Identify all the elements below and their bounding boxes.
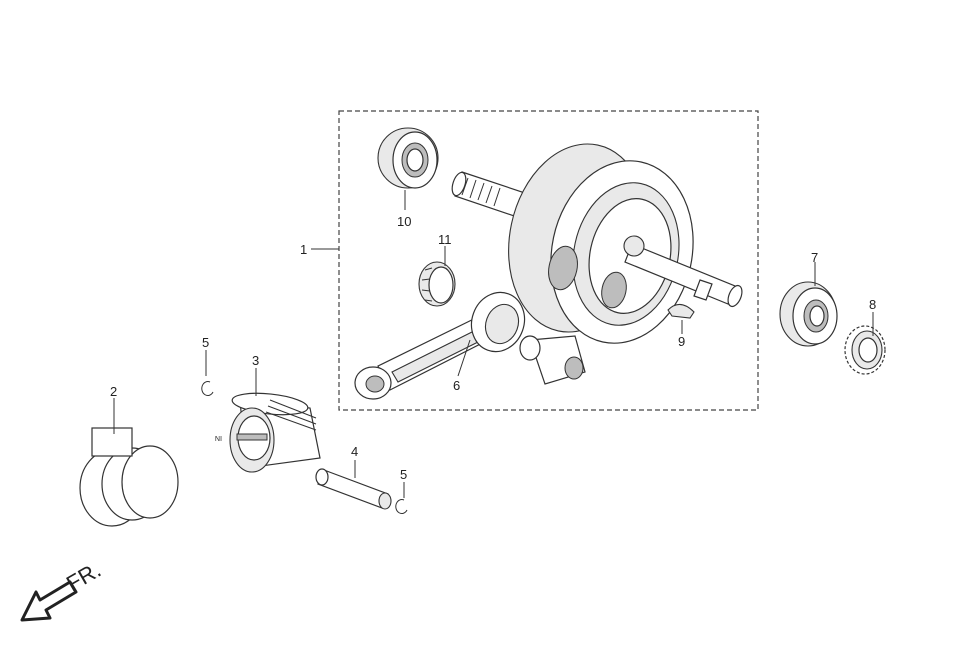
front-direction-arrow (20, 580, 78, 622)
leader-lines (113, 190, 874, 498)
callout-1: 1 (300, 242, 307, 257)
callout-9: 9 (678, 334, 685, 349)
piston-pin-clip-5b (395, 499, 408, 514)
crankshaft-assembly-frame (338, 110, 759, 411)
piston-pin-clip-5a (201, 381, 214, 396)
piston-3 (229, 392, 321, 473)
callout-4: 4 (351, 444, 358, 459)
callout-11: 11 (438, 232, 452, 247)
piston-in-mark: IN (215, 434, 222, 441)
callout-5a: 5 (202, 335, 209, 350)
bearing-7 (779, 281, 838, 347)
needle-bearing-11 (418, 261, 456, 307)
callout-8: 8 (869, 297, 876, 312)
callout-3: 3 (252, 353, 259, 368)
callout-7: 7 (811, 250, 818, 265)
bearing-10 (377, 127, 439, 189)
callout-10: 10 (397, 214, 411, 229)
crank-pin (519, 335, 586, 385)
callout-2: 2 (110, 384, 117, 399)
piston-pin-4 (315, 468, 392, 510)
connecting-rod-6 (354, 291, 526, 400)
crankshaft (451, 143, 743, 344)
callout-5b: 5 (400, 467, 407, 482)
woodruff-key-9 (667, 303, 695, 319)
callout-6: 6 (453, 378, 460, 393)
piston-rings-2 (79, 427, 179, 527)
sprocket-8 (844, 325, 886, 375)
